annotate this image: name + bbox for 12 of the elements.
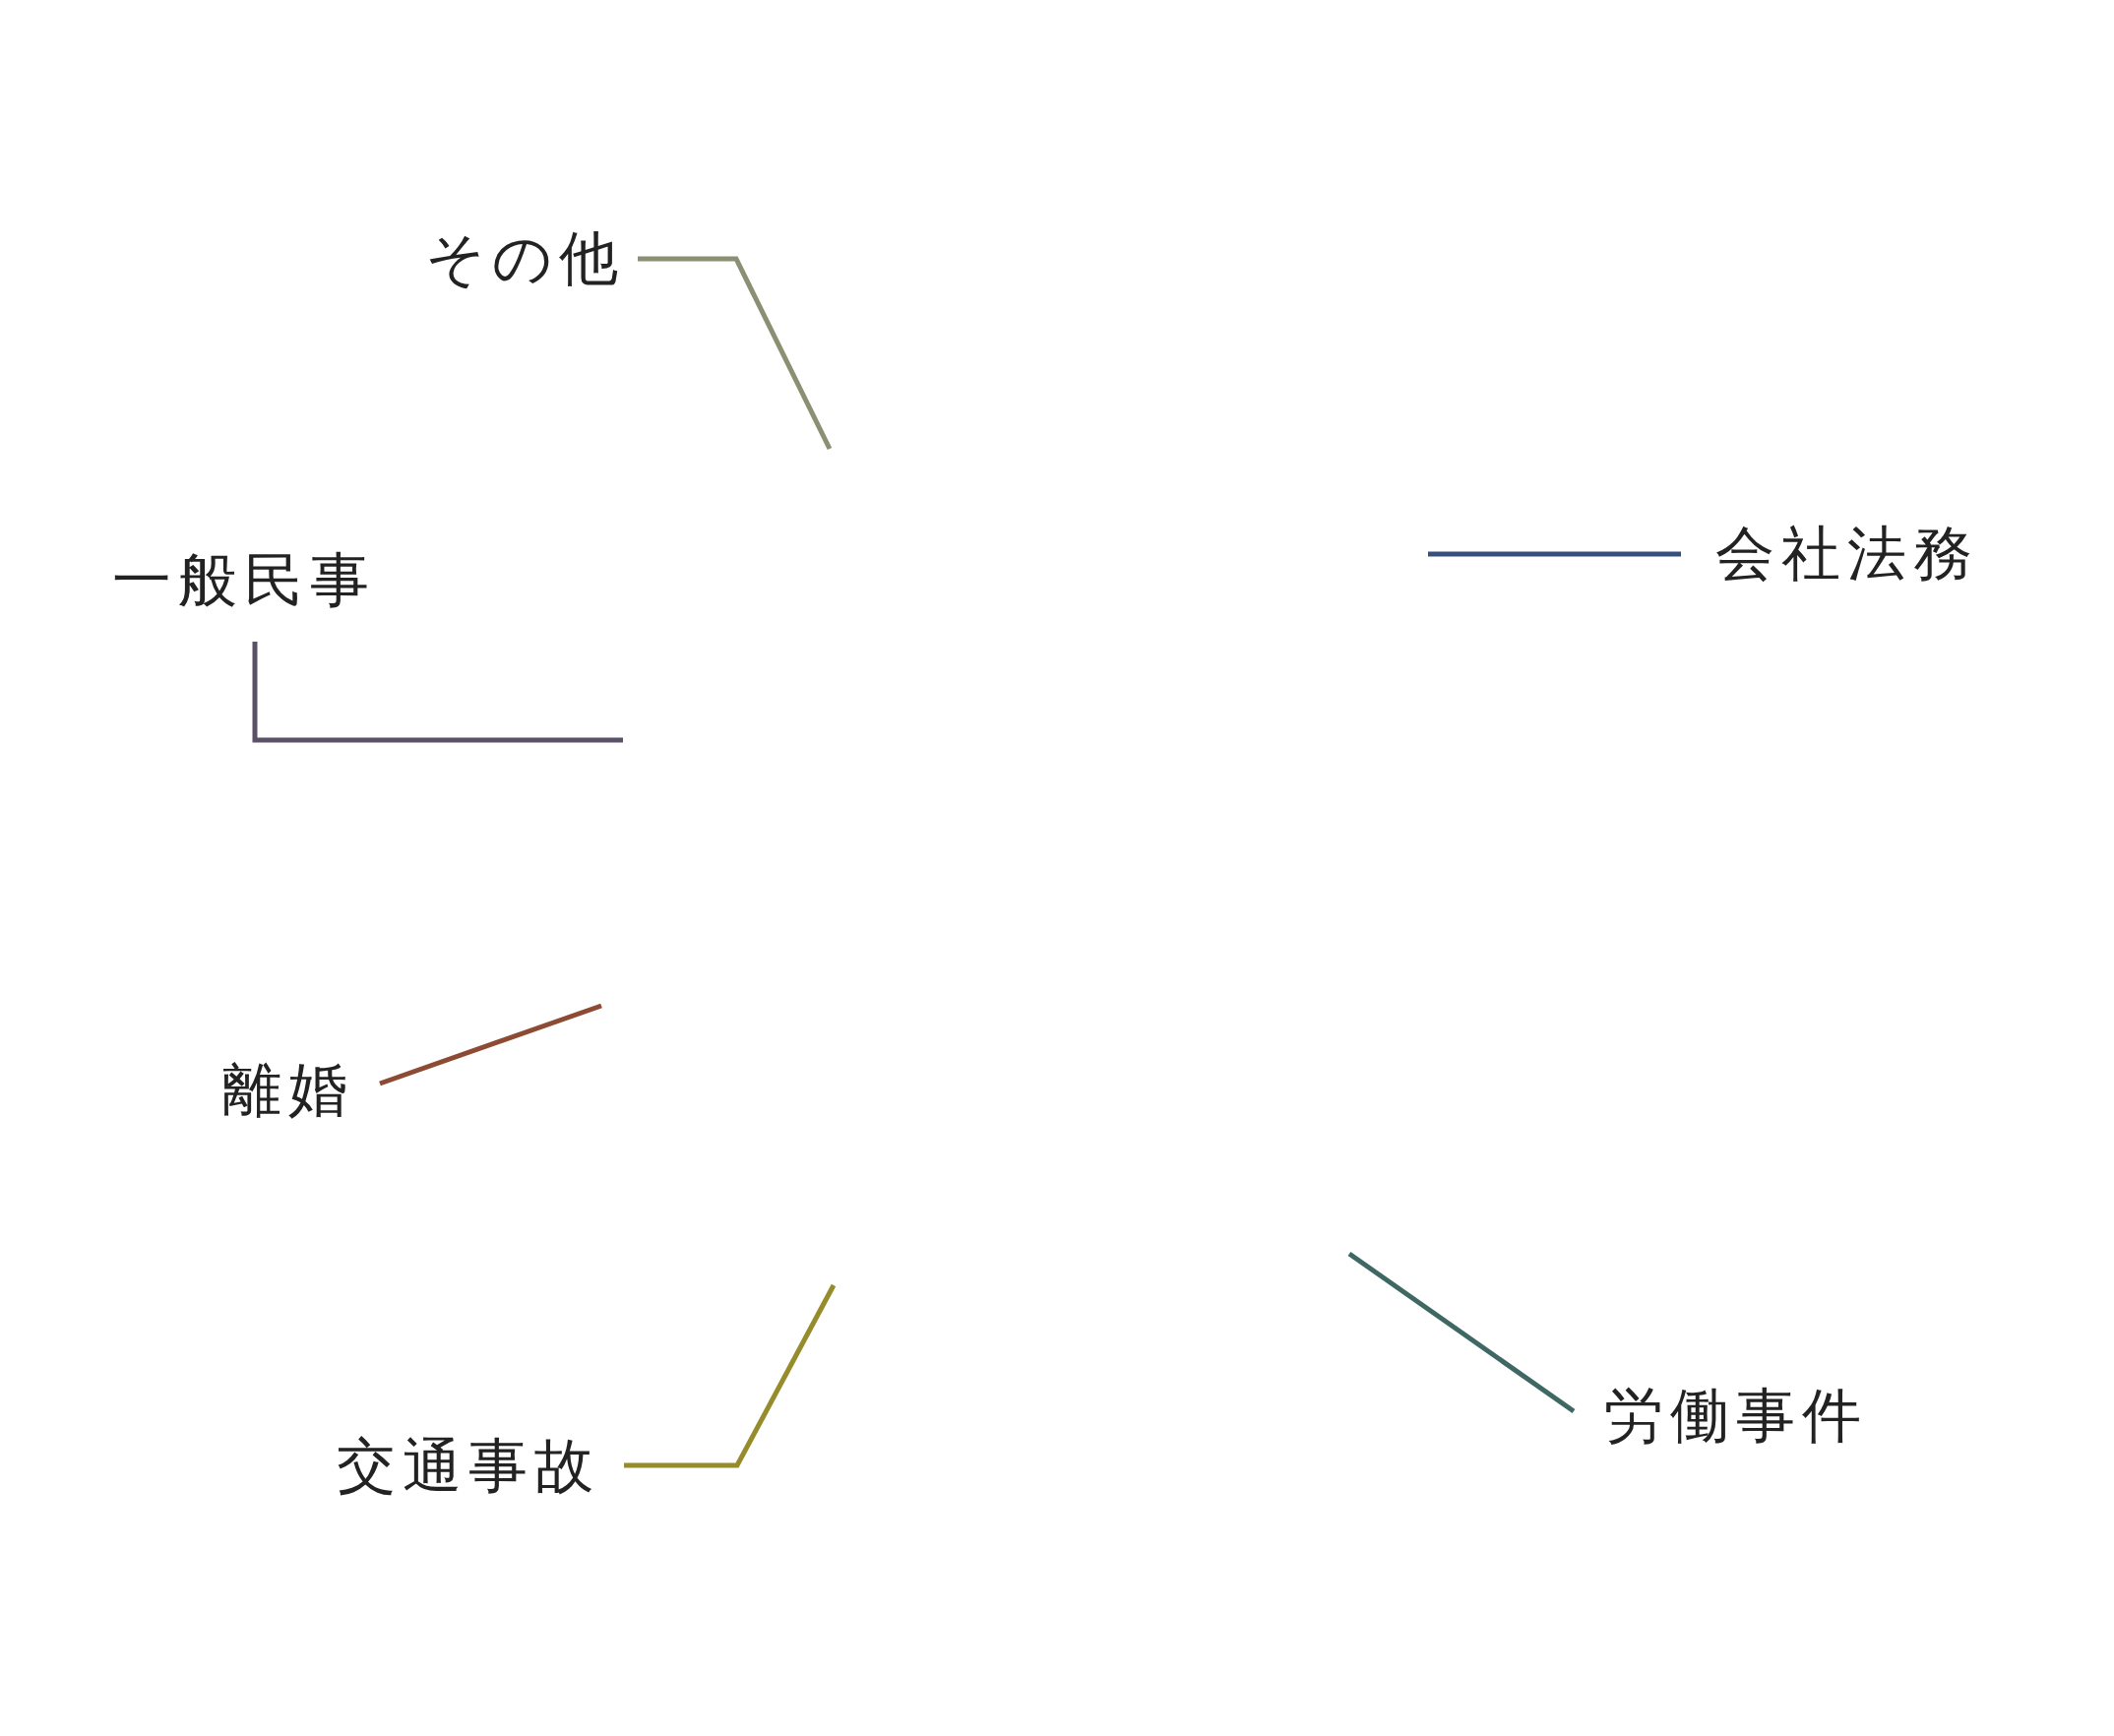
category-label: 会社法務	[1715, 518, 1979, 589]
category-label: 離婚	[222, 1054, 354, 1125]
leader-line	[1428, 551, 1681, 557]
leader-line	[379, 1003, 602, 1086]
category-label: その他	[425, 222, 625, 293]
leader-line	[1347, 1251, 1576, 1414]
category-label: 交通事故	[337, 1430, 600, 1501]
category-label: 労働事件	[1604, 1380, 1868, 1451]
leader-line	[252, 642, 623, 743]
leader-line	[624, 1283, 837, 1468]
category-label: 一般民事	[112, 544, 376, 615]
leader-line	[638, 256, 833, 451]
